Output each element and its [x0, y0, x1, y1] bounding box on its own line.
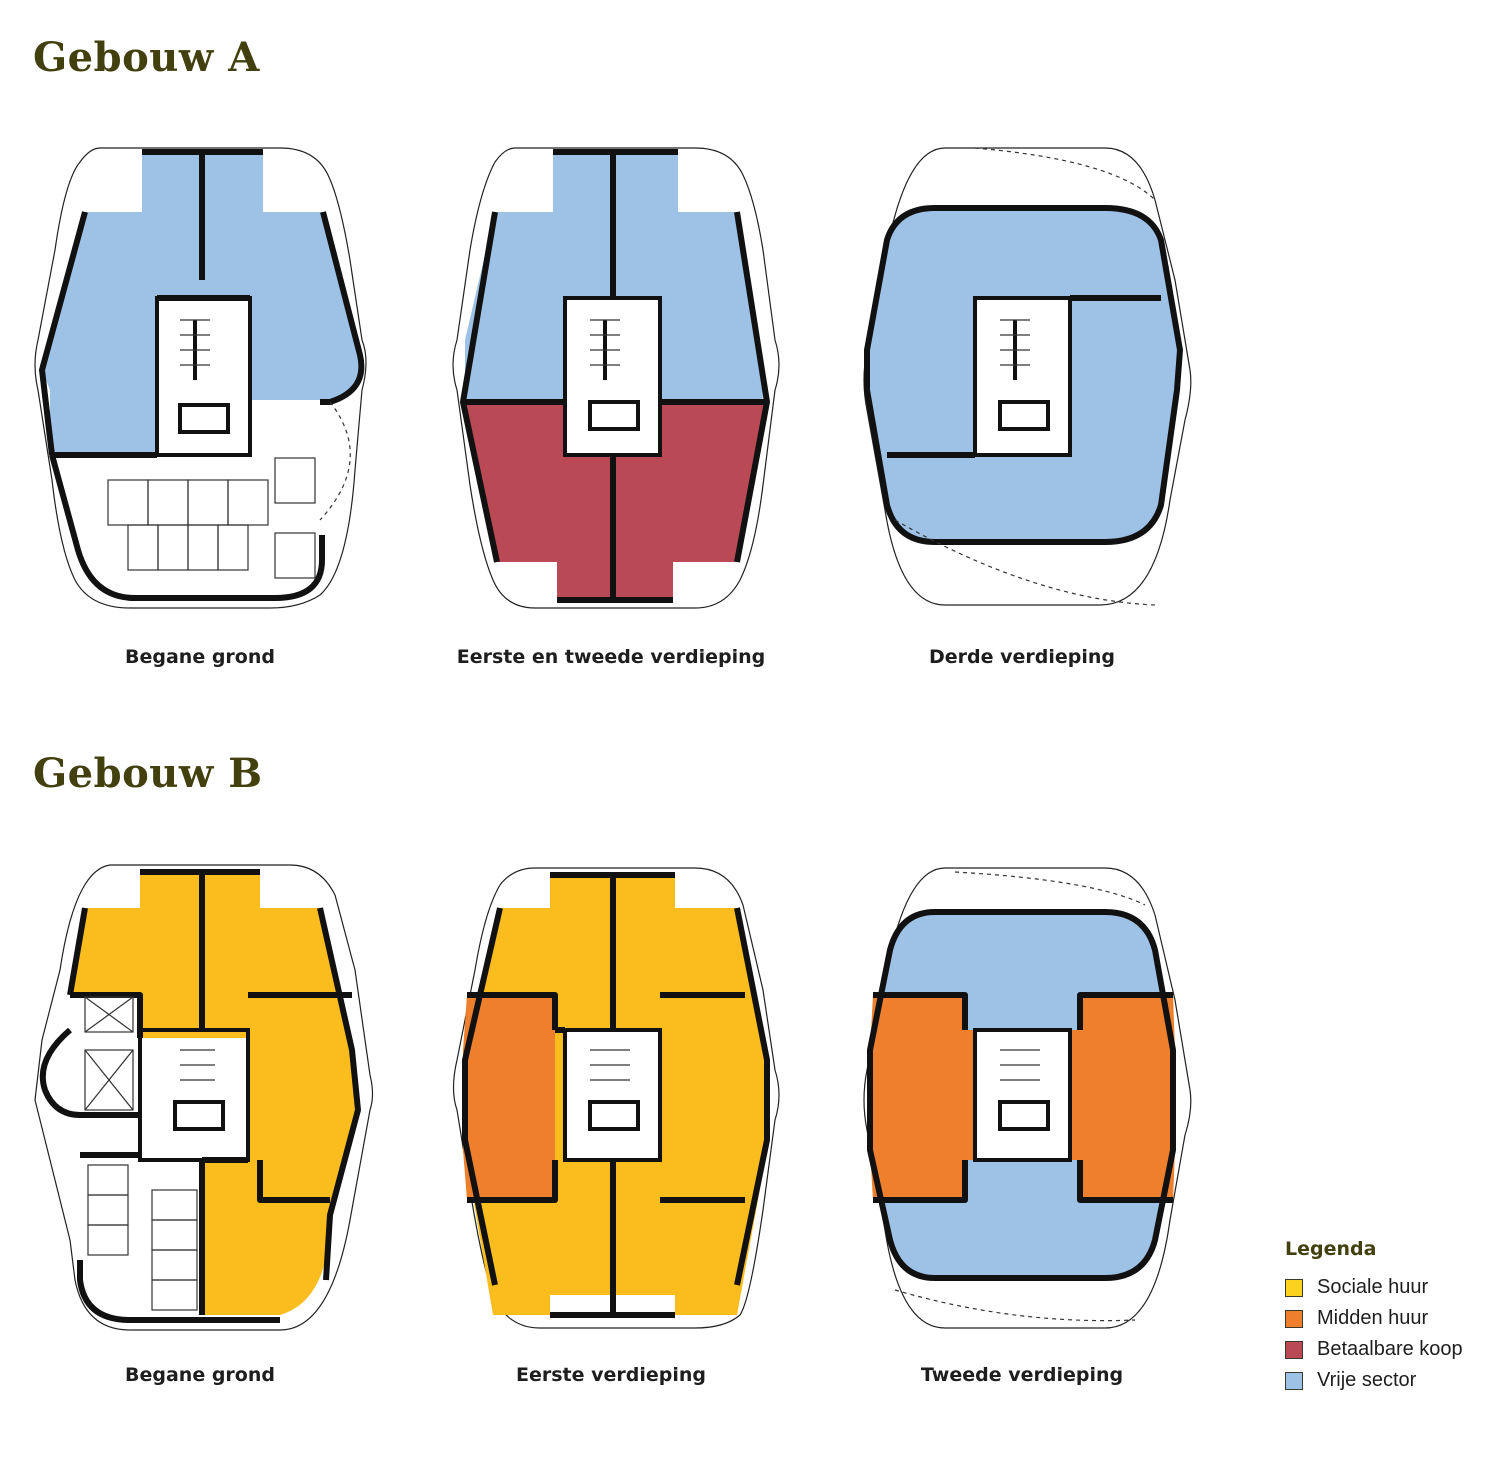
- floorplan-a-first-second: [445, 140, 790, 610]
- legend-title: Legenda: [1285, 1238, 1377, 1260]
- legend-label: Sociale huur: [1317, 1276, 1429, 1298]
- building-a-title: Gebouw A: [33, 34, 260, 81]
- legend-swatch: [1285, 1309, 1303, 1328]
- legend-swatch: [1285, 1340, 1303, 1359]
- floor-label-a-first-second: Eerste en tweede verdieping: [456, 646, 766, 668]
- floor-label-b-first: Eerste verdieping: [515, 1364, 706, 1386]
- legend-item-vrije-sector: Vrije sector: [1285, 1365, 1463, 1396]
- building-b-title: Gebouw B: [33, 750, 263, 797]
- floor-label-b-second: Tweede verdieping: [920, 1364, 1124, 1386]
- floorplan-b-second: [855, 860, 1200, 1335]
- floorplan-a-third: [855, 140, 1200, 610]
- legend-item-betaalbare-koop: Betaalbare koop: [1285, 1334, 1463, 1365]
- legend-item-midden-huur: Midden huur: [1285, 1303, 1463, 1334]
- legend-item-sociale-huur: Sociale huur: [1285, 1272, 1463, 1303]
- floorplan-b-first: [445, 860, 790, 1335]
- legend-swatch: [1285, 1371, 1303, 1390]
- legend: Legenda Sociale huur Midden huur Betaalb…: [1285, 1238, 1463, 1396]
- legend-label: Betaalbare koop: [1317, 1338, 1463, 1360]
- legend-swatch: [1285, 1278, 1303, 1297]
- floor-label-a-third: Derde verdieping: [928, 646, 1115, 668]
- legend-label: Midden huur: [1317, 1307, 1429, 1329]
- floor-label-b-ground: Begane grond: [125, 1364, 275, 1386]
- floorplan-b-ground: [30, 860, 375, 1335]
- floorplan-a-ground: [30, 140, 375, 610]
- legend-label: Vrije sector: [1317, 1369, 1417, 1391]
- floor-label-a-ground: Begane grond: [125, 646, 275, 668]
